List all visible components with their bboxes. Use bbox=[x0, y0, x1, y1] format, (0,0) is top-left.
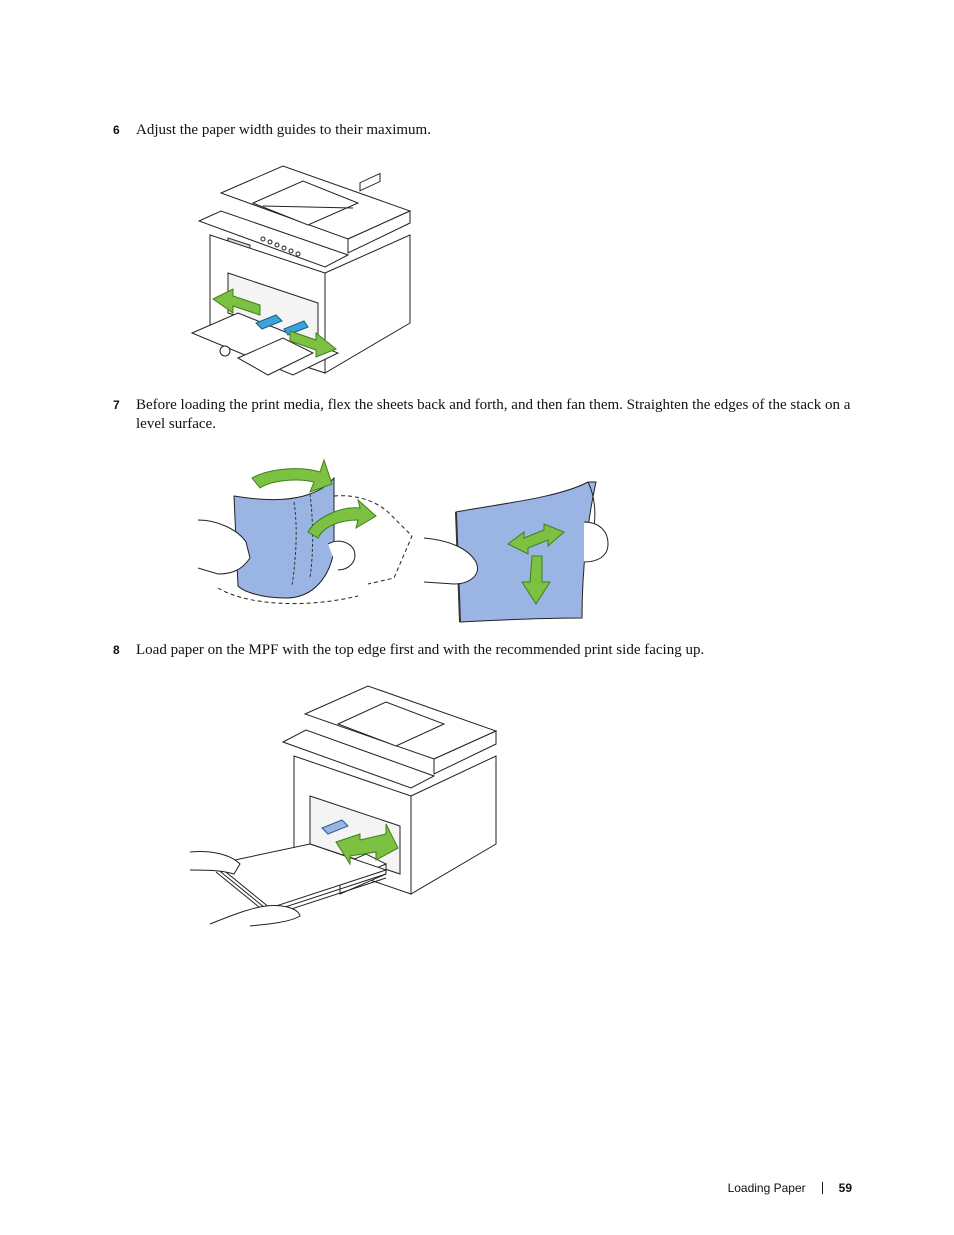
footer-separator bbox=[821, 1182, 823, 1194]
step-number: 8 bbox=[113, 643, 120, 657]
step-number: 6 bbox=[113, 123, 120, 137]
page-footer: Loading Paper 59 bbox=[728, 1181, 852, 1195]
flex-and-fan-paper-illustration bbox=[197, 458, 610, 624]
step-text: Load paper on the MPF with the top edge … bbox=[136, 642, 705, 658]
step-number: 7 bbox=[113, 398, 120, 412]
printer-guides-illustration bbox=[188, 163, 414, 387]
load-paper-mpf-illustration bbox=[189, 655, 500, 928]
step-text: Before loading the print media, flex the… bbox=[136, 397, 851, 432]
step-text: Adjust the paper width guides to their m… bbox=[136, 122, 431, 138]
page-number: 59 bbox=[838, 1181, 852, 1195]
footer-section-title: Loading Paper bbox=[727, 1181, 806, 1195]
